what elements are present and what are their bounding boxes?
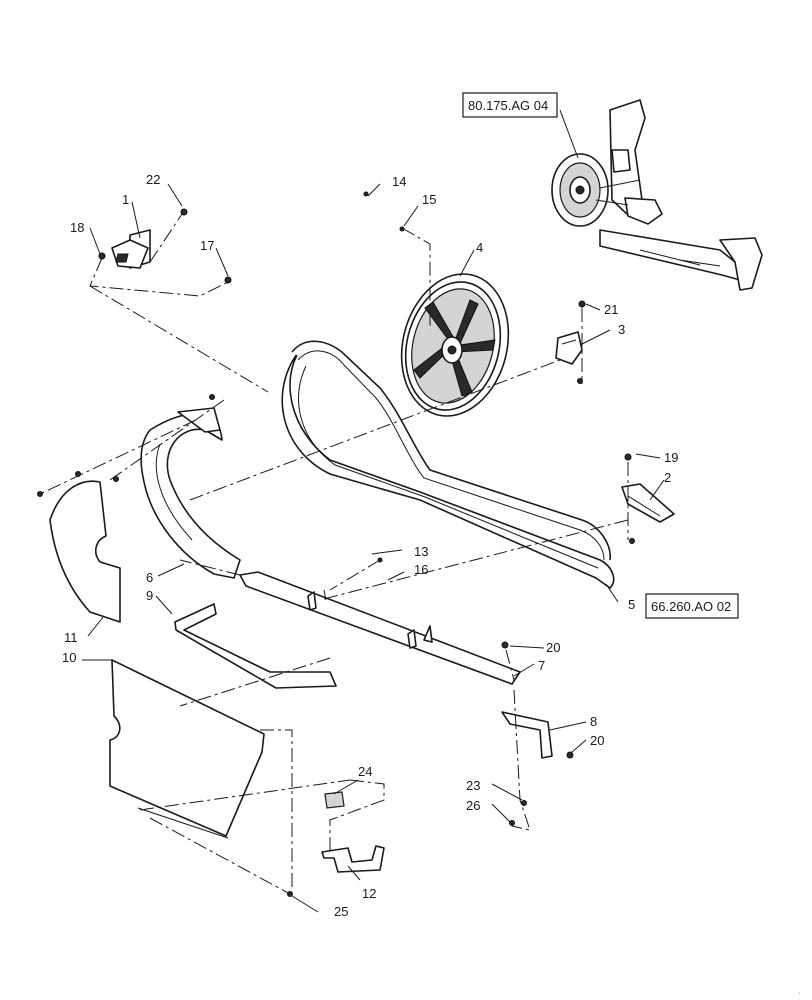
label-part-3: 3 bbox=[618, 322, 625, 337]
pad-part-24 bbox=[324, 791, 345, 809]
assembly-centerlines bbox=[39, 213, 629, 895]
label-part-18: 18 bbox=[70, 220, 84, 235]
corner-mark: · bbox=[798, 990, 800, 997]
label-part-16: 16 bbox=[414, 562, 428, 577]
label-part-2: 2 bbox=[664, 470, 671, 485]
reference-box-top: 80.175.AG 04 bbox=[462, 92, 558, 118]
label-part-11: 11 bbox=[64, 630, 78, 645]
long-bar-part-7 bbox=[239, 571, 521, 685]
label-part-10: 10 bbox=[62, 650, 76, 665]
bracket-part-2 bbox=[621, 483, 675, 523]
label-part-8: 8 bbox=[590, 714, 597, 729]
panel-part-10 bbox=[109, 659, 265, 839]
label-part-6: 6 bbox=[146, 570, 153, 585]
label-part-13: 13 bbox=[414, 544, 428, 559]
label-part-19: 19 bbox=[664, 450, 678, 465]
label-part-12: 12 bbox=[362, 886, 376, 901]
shield-part-11 bbox=[49, 480, 121, 623]
label-part-1: 1 bbox=[122, 192, 129, 207]
label-part-14: 14 bbox=[392, 174, 406, 189]
label-part-20b: 20 bbox=[590, 733, 604, 748]
pulley-wheel bbox=[400, 273, 510, 417]
label-part-21: 21 bbox=[604, 302, 618, 317]
bracket-part-1 bbox=[111, 229, 151, 269]
label-part-26: 26 bbox=[466, 798, 480, 813]
hardware-fasteners bbox=[37, 191, 635, 897]
label-part-15: 15 bbox=[422, 192, 436, 207]
inset-assembly-illustration bbox=[551, 99, 763, 291]
label-part-4: 4 bbox=[476, 240, 483, 255]
reference-box-belt: 66.260.AO 02 bbox=[645, 593, 739, 619]
label-part-9: 9 bbox=[146, 588, 153, 603]
leader-lines bbox=[82, 109, 665, 913]
label-part-23: 23 bbox=[466, 778, 480, 793]
rod-part-9 bbox=[174, 603, 337, 689]
bracket-part-3 bbox=[555, 331, 583, 365]
reference-text-top: 80.175.AG 04 bbox=[468, 98, 548, 113]
label-part-22: 22 bbox=[146, 172, 160, 187]
label-part-17: 17 bbox=[200, 238, 214, 253]
curved-shield-part-6 bbox=[140, 407, 241, 579]
reference-text-belt: 66.260.AO 02 bbox=[651, 599, 731, 614]
label-part-7: 7 bbox=[538, 658, 545, 673]
label-part-5: 5 bbox=[628, 597, 635, 612]
label-part-24: 24 bbox=[358, 764, 372, 779]
label-part-20a: 20 bbox=[546, 640, 560, 655]
drive-belt bbox=[281, 340, 615, 589]
label-part-25: 25 bbox=[334, 904, 348, 919]
clip-part-12 bbox=[321, 845, 385, 873]
callout-labels: 1 22 18 17 14 15 4 21 3 19 2 6 9 13 16 1… bbox=[62, 172, 678, 919]
bracket-part-8 bbox=[501, 711, 553, 759]
